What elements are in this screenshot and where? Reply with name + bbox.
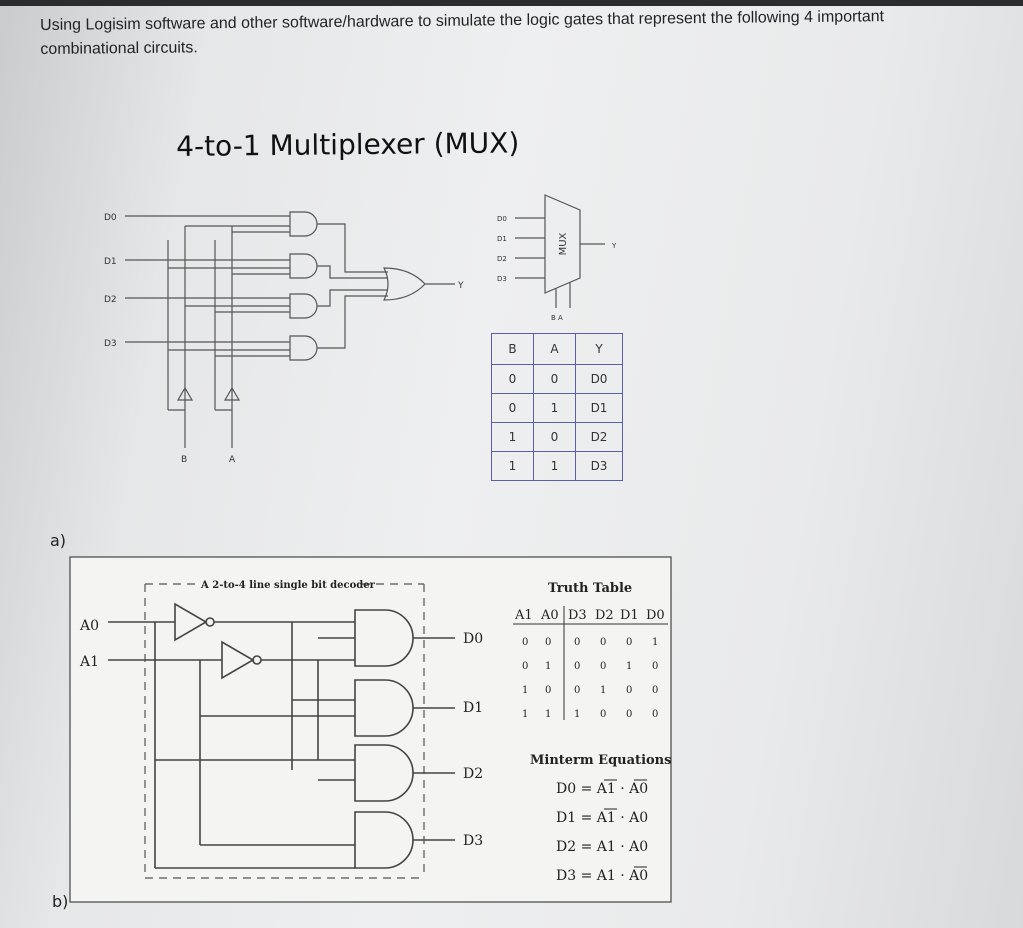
decoder-output-d0: D0	[463, 631, 483, 647]
table-cell: 0	[491, 393, 534, 423]
decoder-schematic	[108, 602, 455, 869]
table-row: 1 1 D3	[491, 451, 623, 481]
decoder-input-a0: A0	[79, 618, 99, 634]
decoder-truth-cell: 0	[574, 637, 580, 648]
decoder-truth-cell: 0	[545, 637, 551, 648]
table-cell: D0	[575, 364, 623, 394]
table-cell: 1	[533, 393, 576, 423]
decoder-dashed-boundary	[144, 583, 425, 879]
decoder-truth-cell: 0	[652, 685, 658, 696]
mux-input-d2: D2	[104, 295, 117, 305]
table-cell: 0	[491, 364, 534, 394]
mux-truth-table: B A Y 0 0 D0 0 1 D1 1 0 D2 1 1 D3	[491, 333, 623, 481]
mux-truth-header-y: Y	[575, 333, 623, 365]
decoder-truth-table-title: Truth Table	[548, 581, 632, 596]
table-cell: 1	[533, 451, 576, 481]
decoder-truth-header: A1 A0 D3 D2 D1 D0	[514, 608, 665, 623]
minterm-d2: D2 = A1 · A0	[556, 839, 648, 855]
svg-text:D2: D2	[595, 608, 614, 623]
mux-input-d3: D3	[104, 339, 117, 349]
mux-block-label: MUX	[558, 232, 569, 255]
mux-truth-header-a: A	[533, 333, 576, 365]
decoder-truth-cell: 0	[522, 637, 528, 648]
decoder-truth-cell: 0	[545, 685, 551, 696]
table-cell: D2	[575, 422, 623, 452]
table-row: 0 1 D1	[491, 393, 623, 423]
decoder-truth-cell: 1	[522, 709, 528, 720]
decoder-truth-cell: 0	[600, 709, 606, 720]
mux-block-input-d0: D0	[497, 215, 507, 223]
table-cell: D1	[575, 393, 623, 423]
mux-input-d0: D0	[104, 213, 117, 223]
decoder-truth-cell: 1	[545, 661, 551, 672]
mux-block-symbol	[515, 194, 605, 308]
svg-text:A1: A1	[514, 608, 533, 623]
decoder-truth-cell: 0	[574, 685, 580, 696]
decoder-truth-cell: 0	[626, 709, 632, 720]
minterm-complement-bars	[604, 779, 647, 868]
decoder-truth-rows: 0 0 0 0 0 1 0 1 0 0 1 0 1 0 0 1 0 0 1 1 1 0 0 0	[522, 637, 658, 720]
mux-truth-header-b: B	[491, 333, 534, 365]
mux-schematic	[125, 211, 455, 448]
table-cell: D3	[575, 451, 623, 481]
decoder-caption: A 2-to-4 line single bit decoder	[200, 580, 376, 591]
decoder-input-a1: A1	[79, 654, 99, 670]
decoder-truth-cell: 0	[600, 637, 606, 648]
decoder-truth-cell: 0	[652, 661, 658, 672]
top-edge-bar	[0, 0, 1023, 6]
table-row: 1 0 D2	[491, 422, 623, 452]
decoder-output-d2: D2	[463, 766, 483, 782]
decoder-truth-cell: 1	[600, 685, 606, 696]
table-cell: 1	[491, 451, 534, 481]
decoder-truth-cell: 1	[545, 709, 551, 720]
svg-text:D3: D3	[568, 608, 587, 623]
minterm-d1: D1 = A1 · A0	[556, 810, 648, 826]
part-a-label: a)	[50, 531, 67, 550]
svg-text:D1: D1	[620, 608, 639, 623]
minterm-d3: D3 = A1 · A0	[556, 868, 648, 884]
decoder-truth-cell: 0	[574, 661, 580, 672]
svg-text:D0: D0	[646, 608, 665, 623]
decoder-truth-cell: 1	[626, 661, 632, 672]
mux-input-d1: D1	[104, 257, 117, 267]
mux-truth-header-row: B A Y	[491, 333, 623, 365]
part-b-label: b)	[52, 892, 69, 911]
table-row: 0 0 D0	[491, 364, 623, 394]
decoder-truth-cell: 0	[522, 661, 528, 672]
mux-select-b: B	[181, 455, 187, 465]
decoder-panel	[69, 556, 672, 903]
decoder-truth-cell: 1	[522, 685, 528, 696]
minterm-d0: D0 = A1 · A0	[556, 781, 648, 797]
table-cell: 0	[533, 364, 576, 394]
mux-block-select: B A	[551, 314, 563, 322]
decoder-output-d1: D1	[463, 700, 483, 716]
decoder-truth-cell: 0	[600, 661, 606, 672]
decoder-output-d3: D3	[463, 833, 483, 849]
minterm-title: Minterm Equations	[530, 753, 671, 768]
decoder-truth-cell: 1	[574, 709, 580, 720]
decoder-truth-cell: 0	[626, 637, 632, 648]
decoder-truth-cell: 0	[652, 709, 658, 720]
decoder-truth-cell: 1	[652, 637, 658, 648]
mux-select-a: A	[229, 455, 236, 465]
mux-block-input-d3: D3	[497, 275, 507, 283]
svg-text:A0: A0	[540, 608, 559, 623]
mux-output-y: Y	[457, 281, 464, 291]
mux-block-output-y: Y	[611, 242, 617, 250]
table-cell: 0	[533, 422, 576, 452]
decoder-truth-cell: 0	[626, 685, 632, 696]
mux-block-input-d1: D1	[497, 235, 507, 243]
mux-block-input-d2: D2	[497, 255, 507, 263]
table-cell: 1	[491, 422, 534, 452]
